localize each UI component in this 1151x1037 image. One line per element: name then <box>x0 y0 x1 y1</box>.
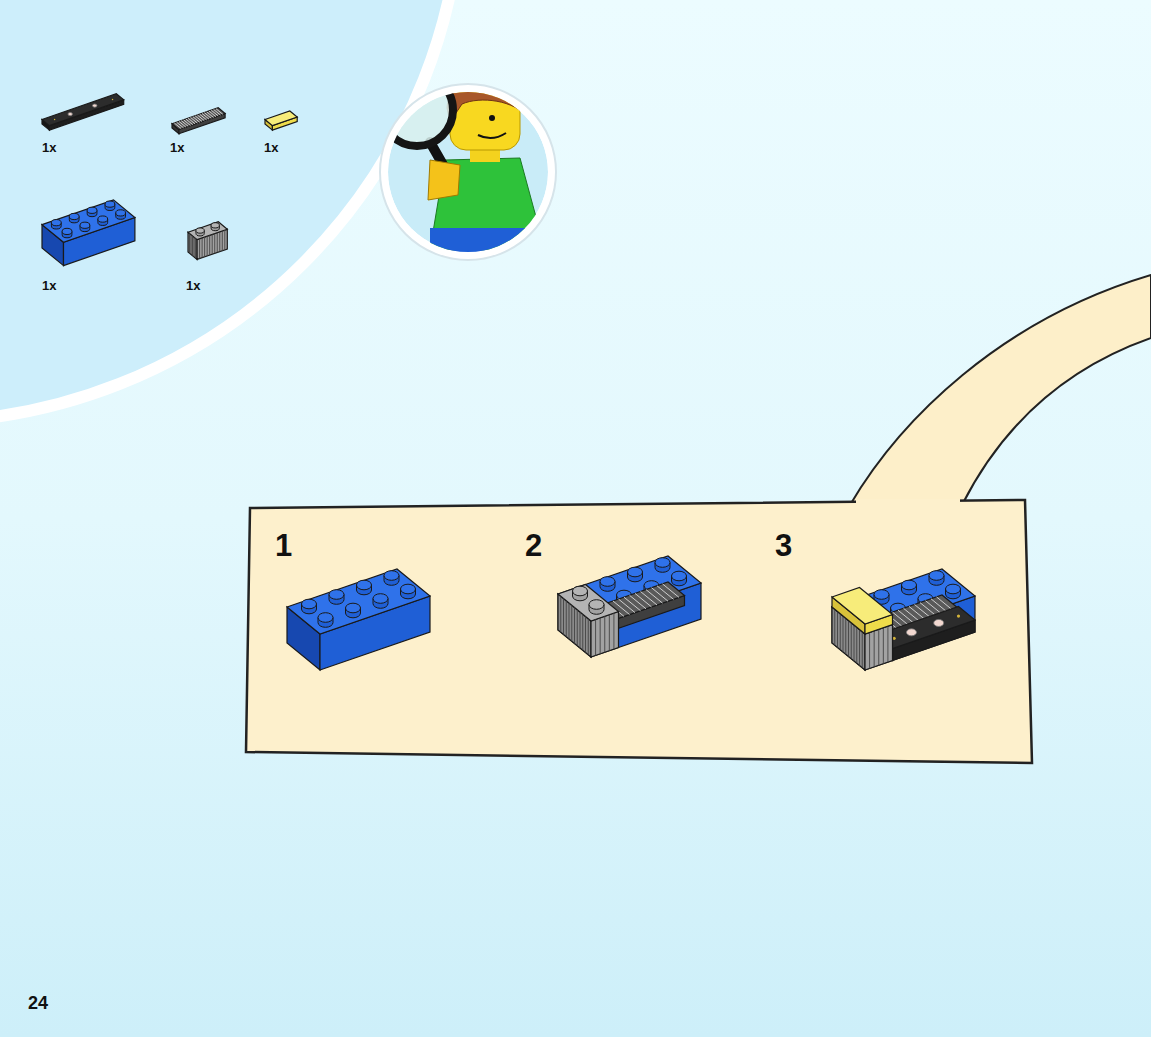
part-count: 1x <box>170 141 184 154</box>
page-number: 24 <box>28 994 48 1012</box>
step-3-model <box>832 569 975 670</box>
part-count: 1x <box>186 279 200 292</box>
brick-top <box>832 588 893 625</box>
blue-brick <box>832 569 975 670</box>
brick-top <box>172 108 225 130</box>
step-panel <box>246 500 1032 763</box>
yellow-tile <box>265 111 297 130</box>
minifigure <box>381 74 550 258</box>
brick-top <box>265 111 297 126</box>
part-count: 1x <box>42 141 56 154</box>
yellow-tile <box>832 588 893 635</box>
band-joint <box>856 499 960 507</box>
blue-brick <box>558 556 701 657</box>
blue-brick <box>42 200 135 266</box>
blue-brick <box>287 569 430 670</box>
part-count: 1x <box>264 141 278 154</box>
step-2-model <box>558 556 701 657</box>
part-count: 1x <box>42 279 56 292</box>
brick-top <box>42 94 124 126</box>
figure-badge <box>380 84 556 260</box>
grey-grille-brick <box>558 585 619 658</box>
step-number: 3 <box>775 530 792 561</box>
brick-top <box>188 222 227 240</box>
step-1-model <box>287 569 430 670</box>
grille-tile <box>172 108 225 134</box>
parts-list <box>42 94 297 266</box>
path-band <box>850 275 1151 505</box>
grey-grille-brick <box>188 222 227 260</box>
black-plate <box>42 94 124 130</box>
step-number: 2 <box>525 530 542 561</box>
step-number: 1 <box>275 530 292 561</box>
brick-top <box>42 200 135 242</box>
brick-top <box>287 569 430 634</box>
